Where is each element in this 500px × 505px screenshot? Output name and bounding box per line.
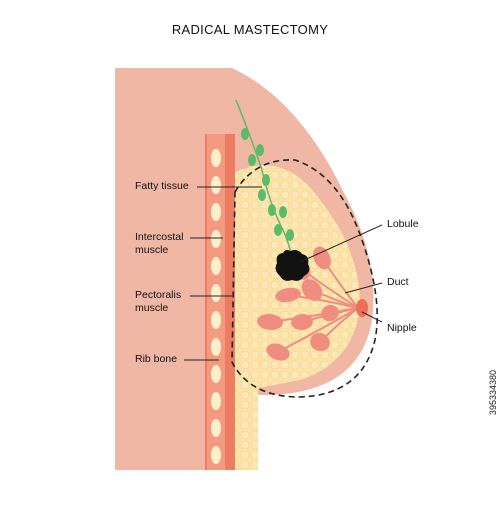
label-pectoralis-line2: muscle bbox=[135, 302, 169, 314]
label-intercostal-line2: muscle bbox=[135, 244, 169, 256]
tumor bbox=[275, 249, 310, 281]
label-lobule: Lobule bbox=[387, 218, 419, 230]
diagram-title: RADICAL MASTECTOMY bbox=[171, 22, 329, 37]
label-pectoralis-line1: Pectoralis bbox=[135, 289, 182, 301]
label-rib-bone: Rib bone bbox=[135, 353, 178, 365]
ducts bbox=[269, 257, 359, 353]
leader-lines bbox=[184, 186, 383, 361]
label-pectoralis-muscle: Pectoralis muscle bbox=[135, 289, 181, 315]
lymph-nodes bbox=[241, 128, 294, 241]
lymph-vessel bbox=[235, 99, 293, 261]
label-intercostal-line1: Intercostal bbox=[135, 231, 184, 243]
label-fatty-tissue: Fatty tissue bbox=[135, 180, 189, 192]
nipple bbox=[356, 299, 368, 317]
label-intercostal-muscle: Intercostal muscle bbox=[135, 231, 183, 257]
image-id-watermark: 395334380 bbox=[488, 370, 498, 416]
excision-outline bbox=[231, 159, 379, 398]
label-duct: Duct bbox=[387, 276, 409, 288]
label-nipple: Nipple bbox=[387, 322, 417, 334]
rib-bones bbox=[211, 149, 221, 464]
